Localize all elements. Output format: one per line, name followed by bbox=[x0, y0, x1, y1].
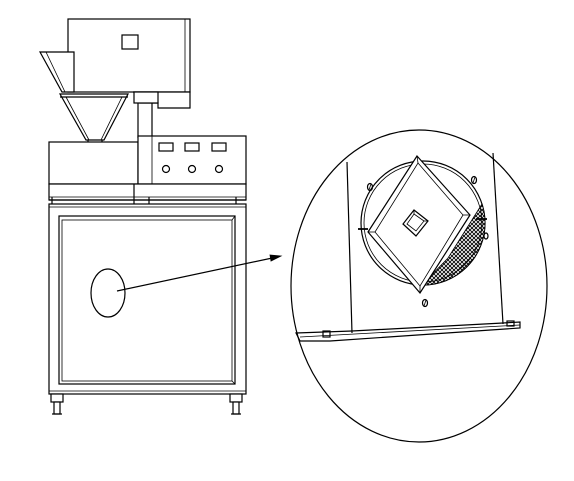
detail-callout-circle bbox=[90, 268, 126, 318]
detail-view bbox=[290, 129, 548, 443]
leader-arrow bbox=[116, 254, 283, 292]
bolt bbox=[483, 232, 489, 240]
control-knob bbox=[161, 164, 171, 174]
access-door bbox=[58, 215, 236, 385]
inlet-chute bbox=[38, 51, 75, 93]
upper-cabinet bbox=[48, 141, 139, 185]
center-hub bbox=[402, 209, 429, 237]
bolt bbox=[366, 182, 374, 192]
detail-housing bbox=[295, 152, 521, 342]
indicator-lamp bbox=[184, 142, 200, 152]
funnel-hopper bbox=[58, 93, 129, 143]
control-knob bbox=[187, 164, 197, 174]
side-clamps bbox=[358, 218, 487, 230]
indicator-lamp bbox=[211, 142, 227, 152]
bolt bbox=[470, 175, 478, 185]
machine-elevation bbox=[38, 18, 247, 415]
drive-pipe bbox=[133, 91, 191, 138]
mesh-screen bbox=[421, 203, 486, 286]
control-panel bbox=[137, 135, 247, 185]
housing-window bbox=[121, 34, 139, 50]
bolts bbox=[366, 175, 489, 308]
control-knob bbox=[214, 164, 224, 174]
square-frame bbox=[367, 155, 471, 295]
machine-feet bbox=[50, 393, 243, 415]
detail-circle bbox=[290, 129, 548, 443]
motor-housing bbox=[67, 18, 191, 93]
bolt bbox=[421, 298, 429, 308]
indicator-lamp bbox=[158, 142, 174, 152]
lower-cabinet bbox=[48, 203, 247, 395]
